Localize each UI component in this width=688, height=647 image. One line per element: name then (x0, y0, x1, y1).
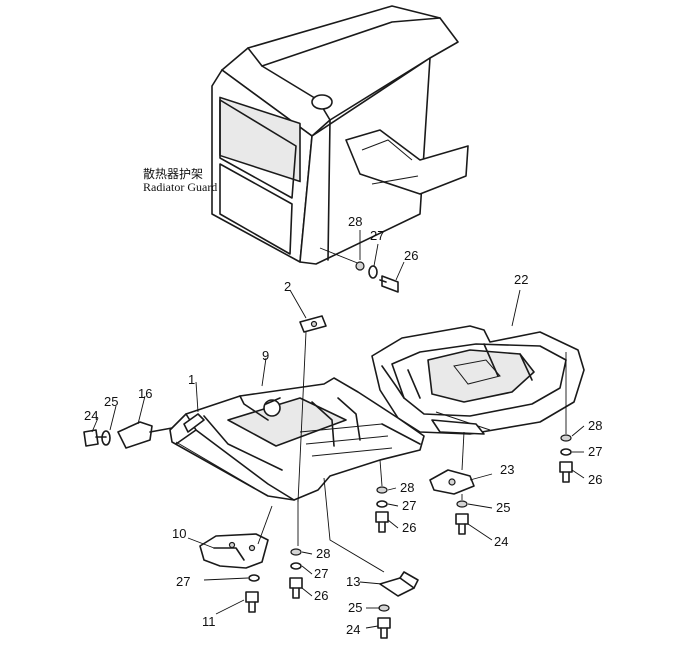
hardware-leaders (301, 230, 585, 597)
callout-28-guard: 28 (348, 214, 362, 229)
part-16-clamp (83, 421, 173, 449)
callout-leaders (91, 289, 521, 629)
callout-27-left: 27 (176, 574, 190, 589)
callout-28-mid: 28 (400, 480, 414, 495)
lower-center-bolt-set (289, 331, 307, 599)
callout-25-bottom: 25 (348, 600, 362, 615)
part-1-main-frame (169, 377, 425, 501)
callout-26-mid: 26 (402, 520, 416, 535)
callout-24-bottom: 24 (346, 622, 360, 637)
callout-27-lower: 27 (314, 566, 328, 581)
callout-28-lower: 28 (316, 546, 330, 561)
part-10-bracket (199, 505, 273, 569)
callout-24-left: 24 (84, 408, 98, 423)
part-22-side-pan (371, 325, 585, 435)
callout-26-lower: 26 (314, 588, 328, 603)
callout-24-center: 24 (494, 534, 508, 549)
callout-27-mid: 27 (402, 498, 416, 513)
callout-28-right: 28 (588, 418, 602, 433)
callout-2: 2 (284, 279, 291, 294)
callout-27-right: 27 (588, 444, 602, 459)
callout-25-left: 25 (104, 394, 118, 409)
part-23-plate (429, 431, 475, 495)
center-bolt-set (455, 494, 469, 535)
callout-22: 22 (514, 272, 528, 287)
callout-26-right: 26 (588, 472, 602, 487)
callout-23: 23 (500, 462, 514, 477)
callout-26-guard: 26 (404, 248, 418, 263)
callout-16: 16 (138, 386, 152, 401)
callout-11: 11 (202, 614, 216, 629)
radiator-guard (211, 5, 469, 265)
lower-left-bolt-set (245, 574, 260, 613)
callout-1: 1 (188, 372, 195, 387)
callout-9: 9 (262, 348, 269, 363)
guard-bolt-set (319, 247, 399, 293)
right-bolt-set (559, 352, 573, 483)
callout-27-guard: 27 (370, 228, 384, 243)
part-2-bracket (299, 315, 327, 333)
guard-label-en: Radiator Guard (143, 180, 217, 194)
part-13-bracket (323, 477, 419, 639)
guard-label-cn: 散热器护架 (143, 166, 203, 181)
callout-25-center: 25 (496, 500, 510, 515)
callout-10: 10 (172, 526, 186, 541)
callout-13: 13 (346, 574, 360, 589)
front-mid-bolt-set (375, 459, 389, 533)
